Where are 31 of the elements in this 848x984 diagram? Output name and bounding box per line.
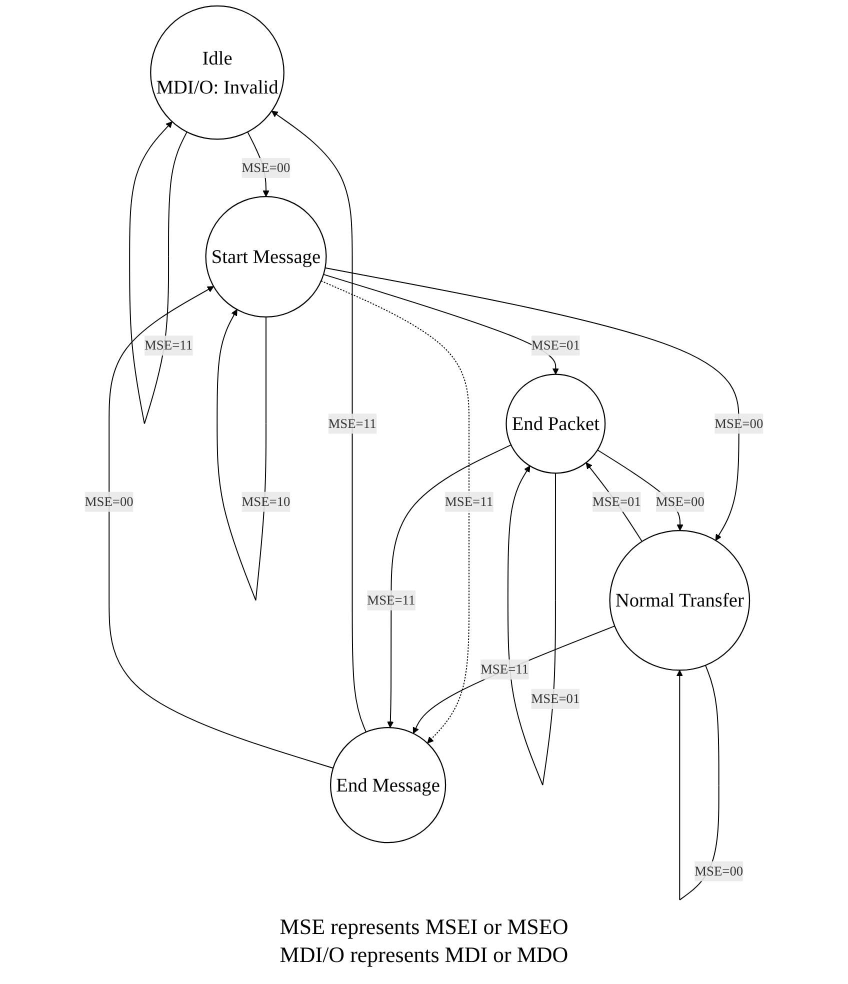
edge-label: MSE=00 [714,416,764,431]
arrow [324,267,740,541]
edge-label: MSE=11 [480,662,529,677]
note-text: MDI/O represents MDI or MDO [280,942,568,968]
edge-label: MSE=11 [144,338,193,353]
edge-label: MSE=00 [242,160,290,175]
arrow [108,286,334,769]
node-circle: Normal Transfer [609,530,750,671]
arrow [586,462,643,542]
arrow [216,309,266,601]
edge-label: MSE=00 [656,494,704,509]
edge-label: MSE=10 [242,494,290,509]
edge-label: MSE=01 [531,691,580,706]
arrow [271,110,366,732]
edge-label: MSE=11 [367,592,416,608]
node-circle: Start Message [205,196,327,318]
edge-label: MSE=00 [84,494,134,509]
node-circle: End Packet [506,374,606,474]
edge-label: MSE=11 [328,416,376,431]
arrow [412,626,616,734]
edge-label: MSE=11 [444,494,494,509]
edge-label: MSE=01 [592,494,641,509]
node-circle: End Message [330,727,446,844]
arrow [387,444,512,728]
arrow [323,274,559,375]
note-text: MSE represents MSEI or MSEO [280,914,568,940]
arrow [320,280,470,744]
node-circle: Idle MDI/O: Invalid [150,5,284,140]
edge-label: MSE=00 [694,863,744,878]
edge-label: MSE=01 [531,338,580,353]
arrow [507,466,556,786]
